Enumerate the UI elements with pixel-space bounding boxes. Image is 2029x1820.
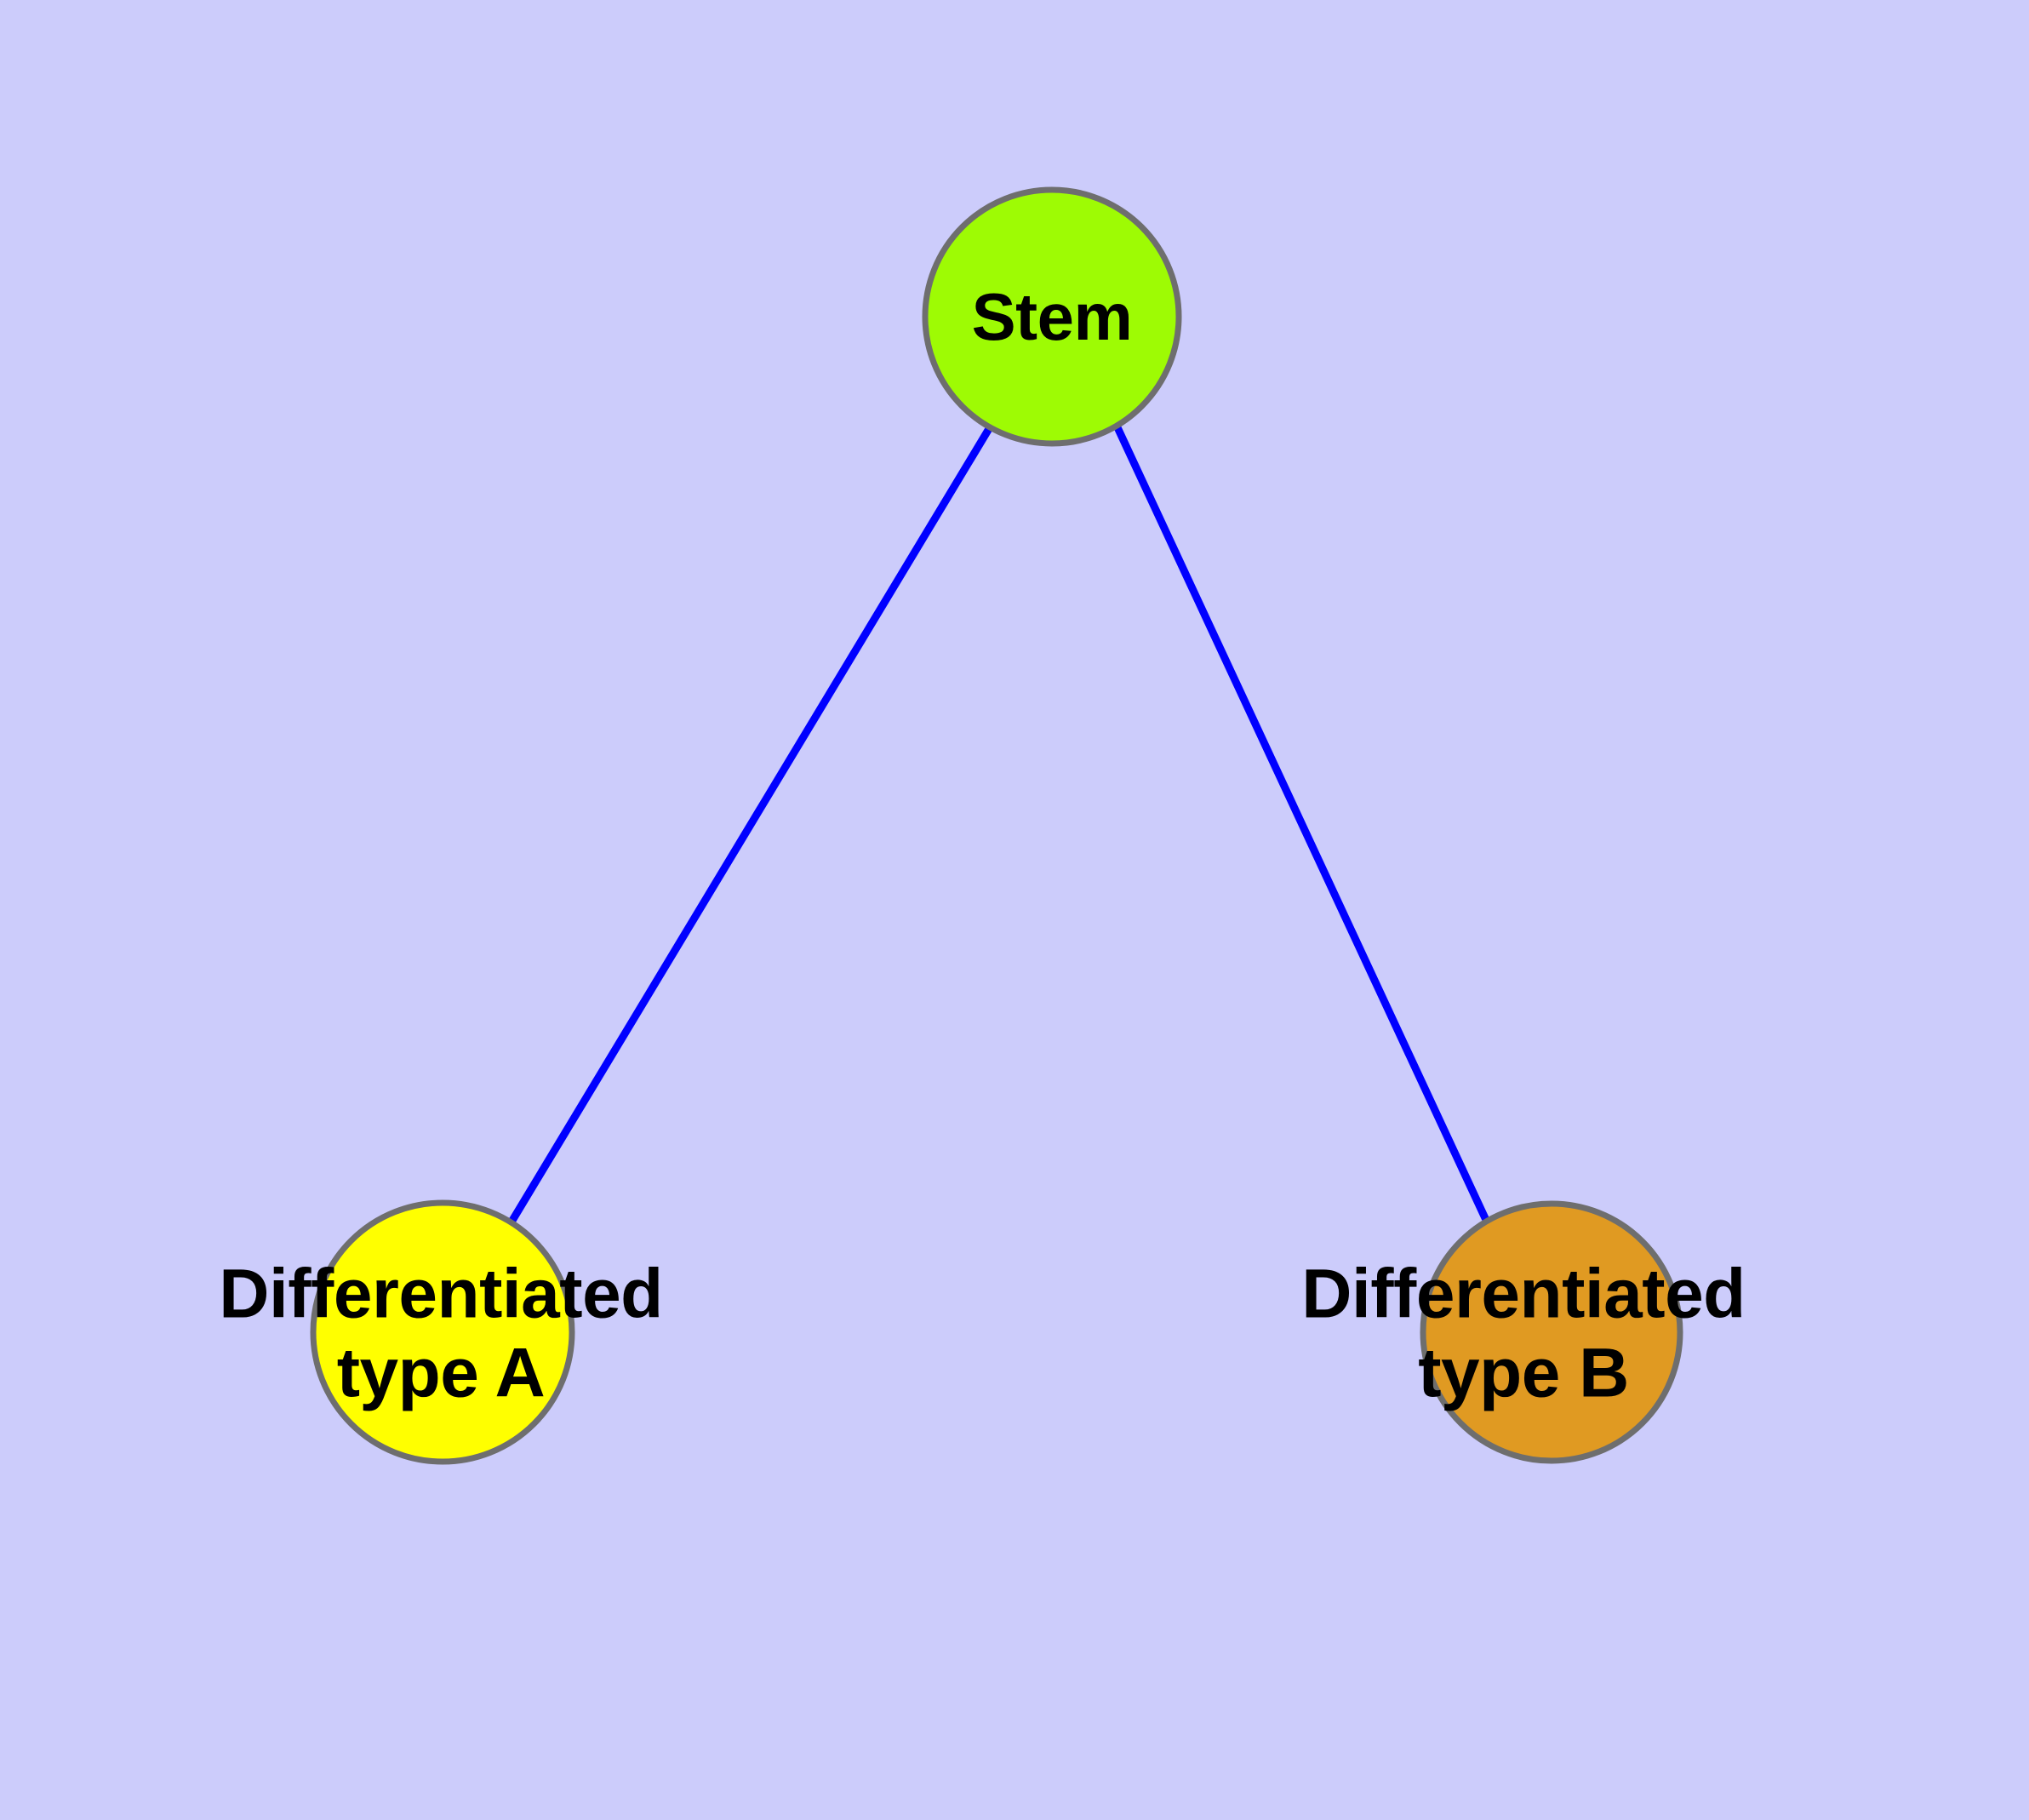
edge-stem-to-type-b[interactable] — [1112, 421, 1489, 1222]
edge-layer — [506, 421, 1489, 1228]
node-layer — [310, 186, 1683, 1465]
node-differentiated-type-a-circle[interactable] — [310, 1199, 575, 1465]
edge-stem-to-type-a[interactable] — [506, 423, 994, 1228]
node-stem-circle[interactable] — [922, 186, 1182, 447]
node-differentiated-type-b-circle[interactable] — [1420, 1200, 1683, 1464]
